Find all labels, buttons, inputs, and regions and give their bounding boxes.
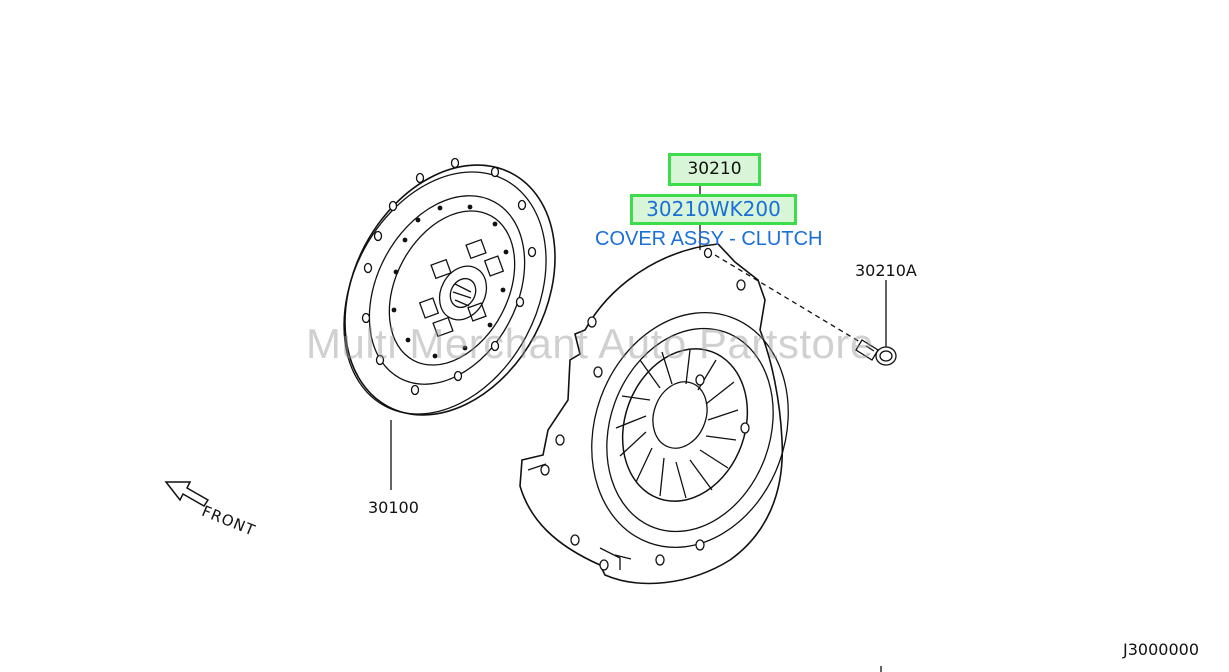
clutch-disc[interactable] <box>303 128 596 451</box>
front-arrow-icon <box>164 481 210 507</box>
clutch-cover-assy[interactable] <box>519 243 820 585</box>
main-part-ref[interactable]: 30210 <box>687 159 742 179</box>
watermark: Multi Merchant Auto Partstore <box>306 320 874 367</box>
part-number-link[interactable]: 30210WK200 <box>646 197 781 221</box>
part-description-link[interactable]: COVER ASSY - CLUTCH <box>595 228 823 250</box>
bolt-dashed-line <box>714 254 861 343</box>
part-number-box[interactable]: 30210WK200 <box>630 194 797 225</box>
main-part-ref-box[interactable]: 30210 <box>668 153 761 186</box>
bolt-part-ref[interactable]: 30210A <box>855 261 917 280</box>
disc-part-ref[interactable]: 30100 <box>368 498 419 517</box>
diagram-id: J3000000 <box>1123 640 1199 659</box>
